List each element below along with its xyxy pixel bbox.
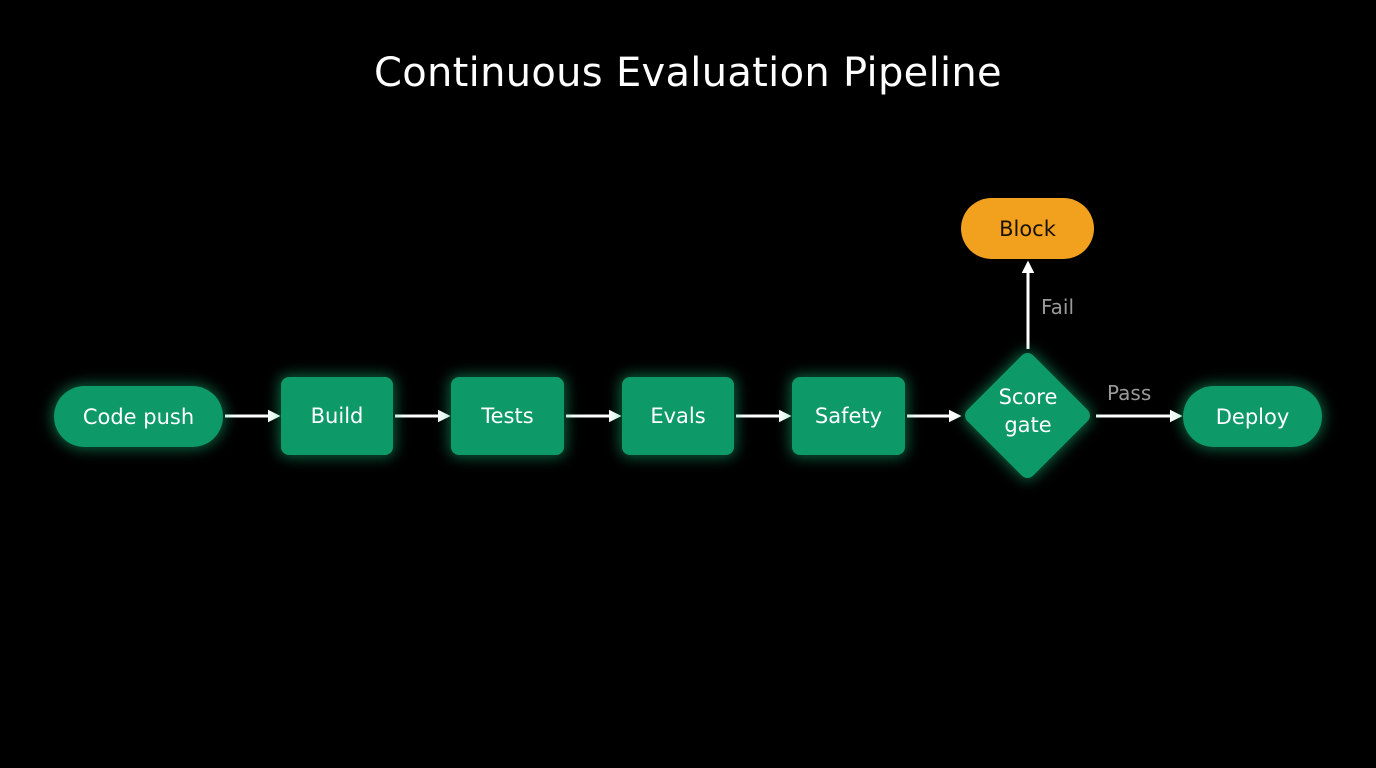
node-safety: Safety <box>792 377 905 455</box>
node-evals: Evals <box>622 377 734 455</box>
node-block-label: Block <box>999 216 1056 241</box>
edge-label-pass: Pass <box>1107 381 1152 405</box>
node-evals-label: Evals <box>650 404 706 428</box>
score-gate-label-line2: gate <box>1004 413 1052 437</box>
node-code-push: Code push <box>54 386 223 447</box>
edge-label-fail: Fail <box>1041 295 1075 319</box>
node-deploy: Deploy <box>1183 386 1322 447</box>
node-deploy-label: Deploy <box>1215 404 1290 429</box>
node-tests-label: Tests <box>481 404 534 428</box>
diagram-title: Continuous Evaluation Pipeline <box>374 50 1002 96</box>
node-tests: Tests <box>451 377 564 455</box>
node-build-label: Build <box>310 404 364 428</box>
node-score-gate-label: Score gate <box>958 383 1098 439</box>
node-code-push-label: Code push <box>82 404 195 429</box>
node-safety-label: Safety <box>814 404 883 428</box>
score-gate-label-line1: Score <box>998 385 1058 409</box>
node-block: Block <box>961 198 1094 259</box>
node-build: Build <box>281 377 393 455</box>
